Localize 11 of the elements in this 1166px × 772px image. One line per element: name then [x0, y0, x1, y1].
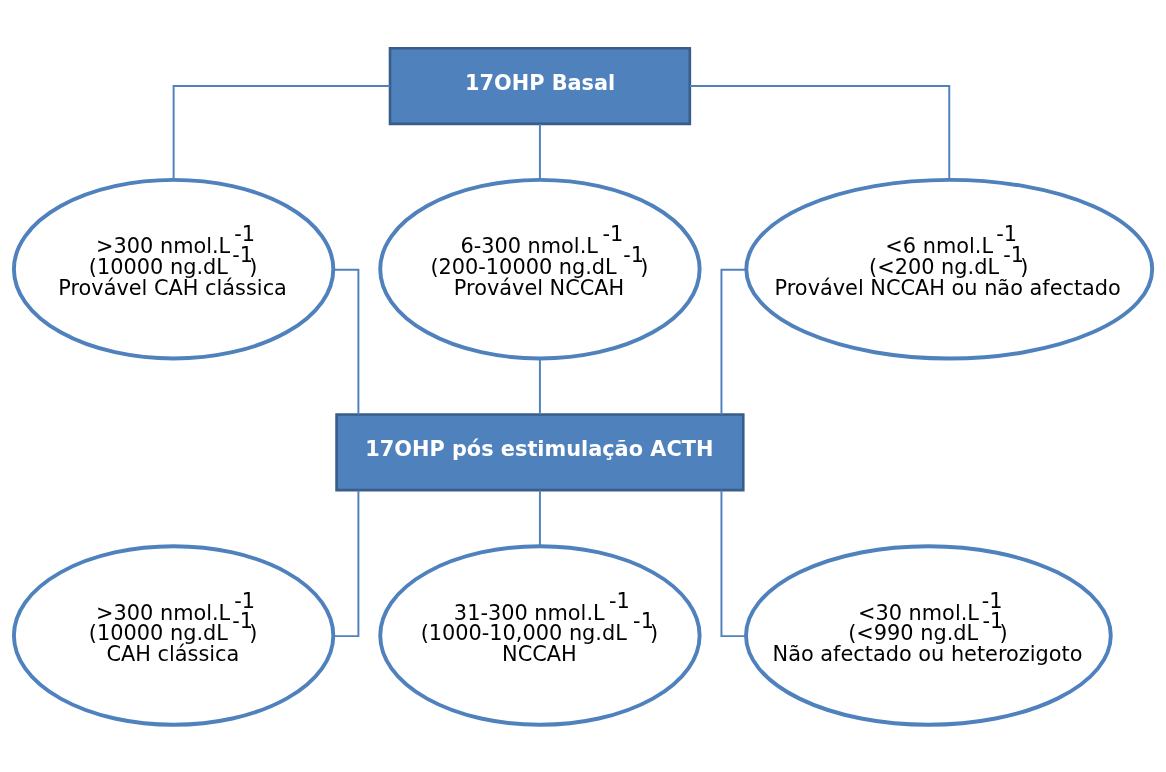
connector: [332, 268, 360, 415]
connector: [538, 122, 541, 180]
node-box: 17OHP Basal: [388, 46, 692, 125]
node-box: 17OHP pós estimulação ACTH: [335, 412, 745, 491]
connector: [172, 84, 391, 181]
connector: [332, 488, 360, 637]
connector: [720, 268, 748, 415]
connector: [720, 488, 747, 637]
connector: [538, 357, 541, 415]
connector: [689, 84, 951, 181]
connector: [538, 488, 541, 547]
